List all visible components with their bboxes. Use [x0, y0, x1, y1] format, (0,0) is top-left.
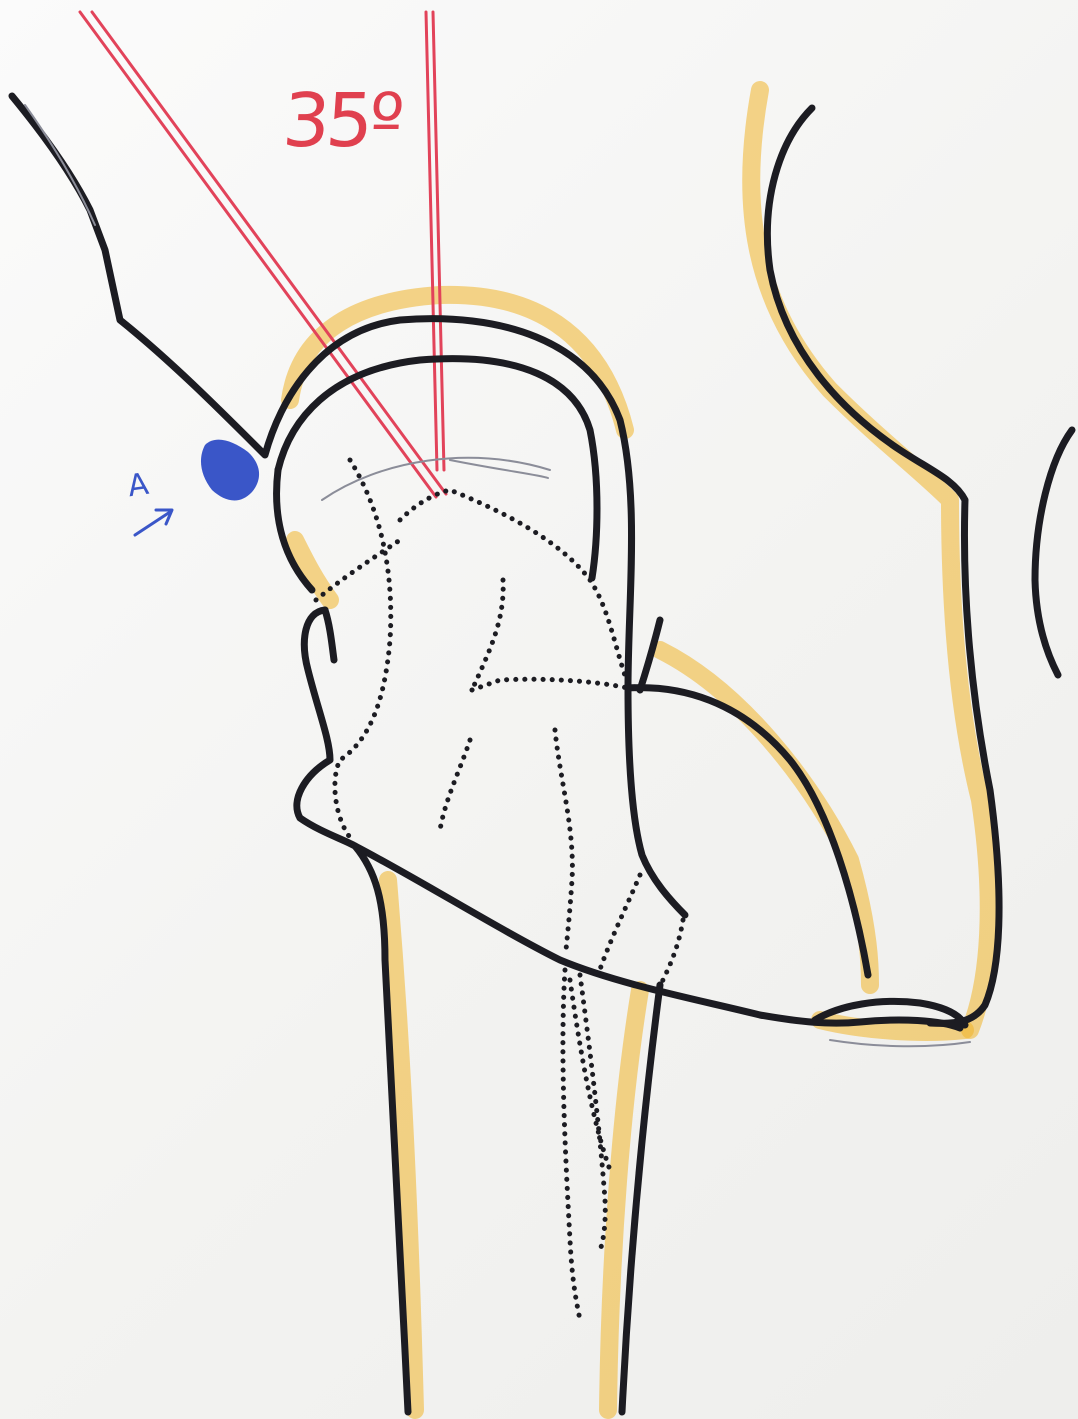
- fracture-line-5: [472, 679, 628, 690]
- fracture-line-12: [570, 980, 610, 1170]
- pencil-lines: [25, 105, 970, 1046]
- physis-line-extension: [450, 460, 548, 478]
- fracture-line-10: [563, 970, 580, 1320]
- blue-annotation: [135, 440, 259, 535]
- fracture-line-9: [658, 920, 683, 990]
- angle-label: 35º: [280, 78, 403, 164]
- pencil-ischium-edge: [830, 1040, 970, 1046]
- pelvis-shading: [751, 90, 989, 1030]
- obturator-outline: [1035, 430, 1072, 675]
- trochanter-shading: [660, 650, 870, 985]
- greater-trochanter-tip: [325, 610, 334, 660]
- pelvis-outline: [767, 108, 999, 1023]
- fracture-line-6: [440, 740, 470, 830]
- lesser-trochanter-outline: [628, 688, 868, 975]
- fracture-line-2: [335, 460, 391, 840]
- fracture-line-8: [598, 875, 640, 975]
- fracture-line-7: [555, 730, 572, 950]
- marker-label: A: [126, 467, 151, 505]
- neck-medial-outline: [628, 688, 685, 915]
- bone-outlines: [12, 96, 1072, 1412]
- blue-lesion-mark: [201, 440, 259, 501]
- fracture-line-4: [472, 580, 503, 690]
